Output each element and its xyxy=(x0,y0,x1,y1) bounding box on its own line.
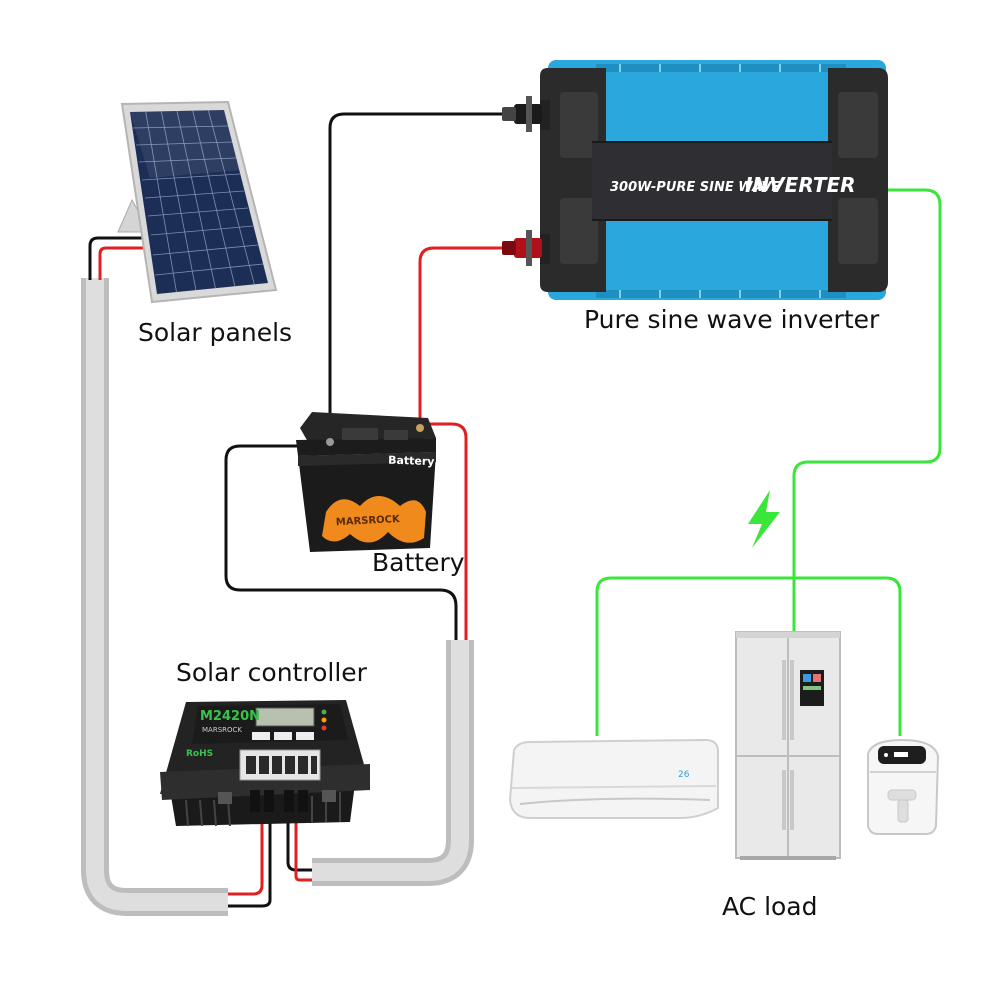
ctrl-wire-red xyxy=(228,816,264,896)
ac-wire-branch xyxy=(595,576,902,736)
ctrl-wire-red-2 xyxy=(294,816,312,882)
panel-wire-red xyxy=(98,246,148,280)
battery-negative-terminal xyxy=(326,438,334,446)
ac-load-text: AC load xyxy=(722,892,818,921)
inverter-face-text: 300W-PURE SINE WAVE xyxy=(610,180,780,195)
controller-rohs: RoHS xyxy=(186,749,213,759)
battery-top-label: Battery xyxy=(388,454,435,469)
inverter: 300W-PURE SINE WAVE INVERTER xyxy=(502,60,888,300)
ac-wires xyxy=(595,188,942,736)
battery: MARSROCK Battery xyxy=(296,412,436,552)
inverter-negative-terminal xyxy=(502,96,550,132)
lightning-bolt-icon xyxy=(748,490,780,548)
battery-positive-terminal xyxy=(416,424,424,432)
battery-loop-black xyxy=(224,444,458,640)
battery-text: Battery xyxy=(372,548,465,577)
solar-controller: M2420N MARSROCK RoHS xyxy=(160,700,370,827)
ctrl-wire-black xyxy=(228,816,272,908)
ac-display: 26 xyxy=(678,770,690,780)
solar-panels-text: Solar panels xyxy=(138,318,293,347)
solar-panel xyxy=(117,100,278,304)
air-fryer xyxy=(867,738,940,835)
ctrl-wire-black-2 xyxy=(286,816,312,872)
controller-model: M2420N xyxy=(200,709,260,724)
air-conditioner: 26 xyxy=(508,738,719,819)
battery-brand: MARSROCK xyxy=(336,514,402,528)
cable-conduits xyxy=(81,278,474,916)
inverter-positive-terminal xyxy=(502,230,550,266)
refrigerator xyxy=(735,631,841,860)
inverter-text: Pure sine wave inverter xyxy=(584,305,880,334)
controller-brand: MARSROCK xyxy=(202,726,242,734)
ac-wire-inverter xyxy=(792,188,942,636)
inverter-face-text-big: INVERTER xyxy=(745,173,856,197)
solar-controller-text: Solar controller xyxy=(176,658,367,687)
dc-wires xyxy=(88,112,502,908)
battery-red-down xyxy=(420,422,468,640)
inverter-wire-black xyxy=(328,112,502,440)
panel-wire-black xyxy=(88,236,148,280)
inverter-wire-red xyxy=(418,246,502,420)
